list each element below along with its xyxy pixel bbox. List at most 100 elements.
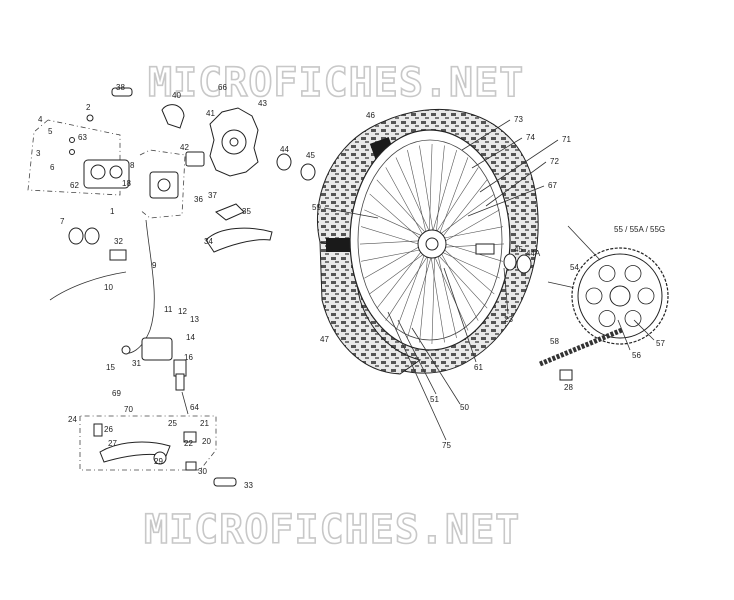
- caliper-group-outline: [27, 119, 121, 196]
- caliper-group-outline-2: [139, 149, 186, 219]
- callout-74: 74: [526, 133, 535, 142]
- rear-wheel: [316, 108, 539, 375]
- callout-12: 12: [178, 307, 187, 316]
- callout-61: 61: [474, 363, 483, 372]
- spoke: [395, 250, 427, 331]
- callout-2: 2: [86, 103, 91, 112]
- pad-piston: [157, 178, 171, 192]
- spoke: [431, 149, 457, 235]
- callout-labels: 38 40 66 43 41 2 4 5 63 3 6 62 18 8 42 4…: [36, 83, 665, 490]
- master-cylinder-assembly: [121, 337, 189, 415]
- callout-38: 38: [116, 83, 125, 92]
- spoke: [364, 243, 425, 279]
- spoke: [376, 179, 429, 236]
- spoke: [439, 245, 495, 295]
- lever-34: [205, 227, 273, 253]
- spoke: [436, 193, 495, 237]
- spoke: [369, 193, 425, 243]
- pivot-29: [153, 451, 167, 465]
- spoke: [438, 250, 500, 279]
- callout-16: 16: [184, 353, 193, 362]
- cap-16: [175, 373, 185, 391]
- callout-35: 35: [242, 207, 251, 216]
- callout-25: 25: [168, 419, 177, 428]
- bearing-45: [300, 163, 316, 181]
- callout-5: 5: [48, 127, 53, 136]
- brake-line-9: [121, 219, 155, 354]
- callout-44: 44: [280, 145, 289, 154]
- label-32: [109, 249, 127, 261]
- callout-20: 20: [202, 437, 211, 446]
- spoke: [364, 209, 426, 238]
- callout-46: 46: [366, 111, 375, 120]
- bearing-44: [276, 153, 292, 171]
- spoke: [419, 252, 429, 343]
- spoke: [433, 253, 469, 331]
- callout-69: 69: [112, 389, 121, 398]
- brake-hose-10: [49, 271, 127, 301]
- callout-24: 24: [68, 415, 77, 424]
- pedal-27: [99, 441, 171, 463]
- rod-64: [181, 391, 189, 415]
- callout-37: 37: [208, 191, 217, 200]
- callout-40: 40: [172, 91, 181, 100]
- callout-31: 31: [132, 359, 141, 368]
- seal-7b: [84, 227, 100, 245]
- master-link-28: [559, 369, 573, 381]
- spoke: [385, 253, 430, 321]
- callout-47: 47: [320, 335, 329, 344]
- callout-33: 33: [244, 481, 253, 490]
- callout-15: 15: [106, 363, 115, 372]
- callout-58: 58: [550, 337, 559, 346]
- brake-pad-42: [185, 151, 205, 167]
- spoke: [359, 240, 425, 245]
- callout-11: 11: [164, 305, 173, 314]
- cover-40: [161, 104, 185, 129]
- callout-14: 14: [186, 333, 195, 342]
- seal-44a: [516, 254, 532, 274]
- callout-29: 29: [154, 457, 163, 466]
- callout-7: 7: [60, 217, 65, 226]
- callout-72: 72: [550, 157, 559, 166]
- tire-cutaway: [319, 241, 422, 375]
- callout-18: 18: [122, 179, 131, 188]
- spoke: [435, 145, 445, 236]
- spoke: [435, 252, 488, 309]
- spoke: [407, 253, 433, 339]
- caliper-piston-2: [109, 165, 123, 179]
- callout-26: 26: [104, 425, 113, 434]
- spoke: [361, 248, 426, 262]
- caliper-assembly: [27, 87, 205, 219]
- spoke: [434, 167, 479, 235]
- spoke: [436, 251, 457, 339]
- callout-63: 63: [78, 133, 87, 142]
- spoke: [439, 179, 488, 241]
- callout-62: 62: [70, 181, 79, 190]
- spoke: [437, 157, 469, 238]
- bolt-5: [69, 137, 75, 143]
- hub-center: [425, 237, 439, 251]
- sprocket-hole: [598, 265, 616, 282]
- rim-band-59: [326, 238, 352, 252]
- callout-56: 56: [632, 351, 641, 360]
- callout-44a: 44A: [526, 249, 541, 258]
- callout-34: 34: [204, 237, 213, 246]
- callout-9: 9: [152, 261, 157, 270]
- callout-41: 41: [206, 109, 215, 118]
- master-cylinder: [141, 337, 173, 361]
- spoke: [439, 241, 503, 262]
- pin-38: [111, 87, 133, 97]
- sprocket-hole: [585, 287, 603, 305]
- callout-30: 30: [198, 467, 207, 476]
- callout-3: 3: [36, 149, 41, 158]
- part-30: [185, 461, 197, 471]
- spoke: [395, 157, 431, 235]
- sprocket-hole: [624, 265, 642, 282]
- spoke: [419, 145, 434, 235]
- callout-10: 10: [104, 283, 113, 292]
- spoke: [438, 226, 503, 240]
- callout-27: 27: [108, 439, 117, 448]
- callout-22: 22: [184, 439, 193, 448]
